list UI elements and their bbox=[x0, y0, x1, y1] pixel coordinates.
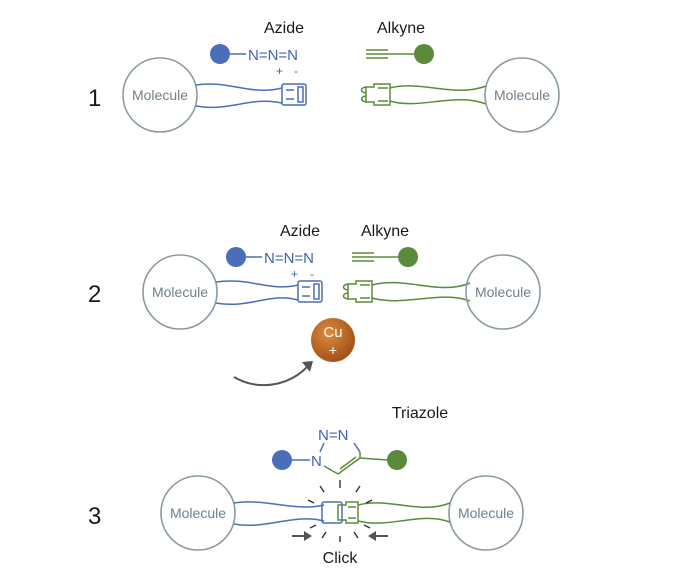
alkyne-triple-bond bbox=[352, 252, 398, 262]
molecule-circle-right bbox=[484, 57, 560, 133]
azide-buckle bbox=[281, 83, 307, 106]
tether-left bbox=[215, 280, 299, 305]
azide-formula: N=N=N bbox=[264, 250, 314, 267]
molecule-circle-left bbox=[160, 475, 236, 551]
push-arrow-left bbox=[292, 531, 312, 541]
azide-sphere bbox=[210, 44, 230, 64]
triazole-label: Triazole bbox=[392, 405, 448, 422]
azide-buckle bbox=[297, 280, 323, 303]
alkyne-label: Alkyne bbox=[361, 223, 409, 240]
step-number: 2 bbox=[88, 281, 101, 308]
step-number: 1 bbox=[88, 85, 101, 112]
azide-label: Azide bbox=[264, 20, 304, 37]
catalyst-arrow bbox=[233, 365, 309, 387]
step-2: 2 Molecule Azide N=N=N + - Alkyne bbox=[88, 223, 541, 387]
alkyne-sphere bbox=[387, 450, 407, 470]
tether-right bbox=[371, 281, 471, 302]
azide-sphere bbox=[272, 450, 292, 470]
molecule-label-left: Molecule bbox=[170, 505, 226, 521]
alkyne-buckle bbox=[342, 280, 373, 303]
step-3: 3 Triazole N N=N Molecule Molecule bbox=[88, 405, 524, 567]
molecule-circle-left bbox=[122, 57, 198, 133]
tether-left bbox=[195, 83, 283, 109]
molecule-label-right: Molecule bbox=[458, 505, 514, 521]
catalyst-arrow-head bbox=[302, 361, 313, 372]
charge-minus: - bbox=[310, 267, 314, 281]
tether-left bbox=[233, 501, 325, 526]
ring-n-top: N=N bbox=[318, 427, 348, 444]
alkyne-triple-bond bbox=[366, 49, 414, 59]
azide-formula: N=N=N bbox=[248, 47, 298, 64]
joined-buckle bbox=[321, 501, 359, 524]
azide-sphere bbox=[226, 247, 246, 267]
tether-right bbox=[357, 502, 451, 524]
triazole-ring bbox=[319, 442, 389, 475]
ring-n-left: N bbox=[311, 453, 322, 470]
alkyne-buckle bbox=[360, 83, 391, 106]
charge-plus: + bbox=[291, 267, 298, 281]
charge-plus: + bbox=[276, 64, 283, 78]
charge-minus: - bbox=[294, 64, 298, 78]
molecule-label-left: Molecule bbox=[152, 284, 208, 300]
molecule-circle-left bbox=[142, 254, 218, 330]
catalyst-symbol: Cu bbox=[323, 324, 342, 341]
molecule-label-left: Molecule bbox=[132, 87, 188, 103]
molecule-label-right: Molecule bbox=[475, 284, 531, 300]
molecule-circle-right bbox=[448, 475, 524, 551]
alkyne-label: Alkyne bbox=[377, 20, 425, 37]
molecule-circle-right bbox=[465, 254, 541, 330]
azide-label: Azide bbox=[280, 223, 320, 240]
click-burst bbox=[307, 480, 373, 542]
click-label: Click bbox=[323, 550, 359, 567]
step-1: 1 Molecule Azide N=N=N + - Alkyne bbox=[88, 20, 560, 133]
molecule-label-right: Molecule bbox=[494, 87, 550, 103]
alkyne-sphere bbox=[398, 247, 418, 267]
copper-catalyst bbox=[311, 318, 355, 362]
step-number: 3 bbox=[88, 503, 101, 530]
alkyne-sphere bbox=[414, 44, 434, 64]
push-arrow-right bbox=[368, 531, 388, 541]
tether-right bbox=[389, 85, 487, 105]
catalyst-charge: + bbox=[329, 342, 337, 358]
